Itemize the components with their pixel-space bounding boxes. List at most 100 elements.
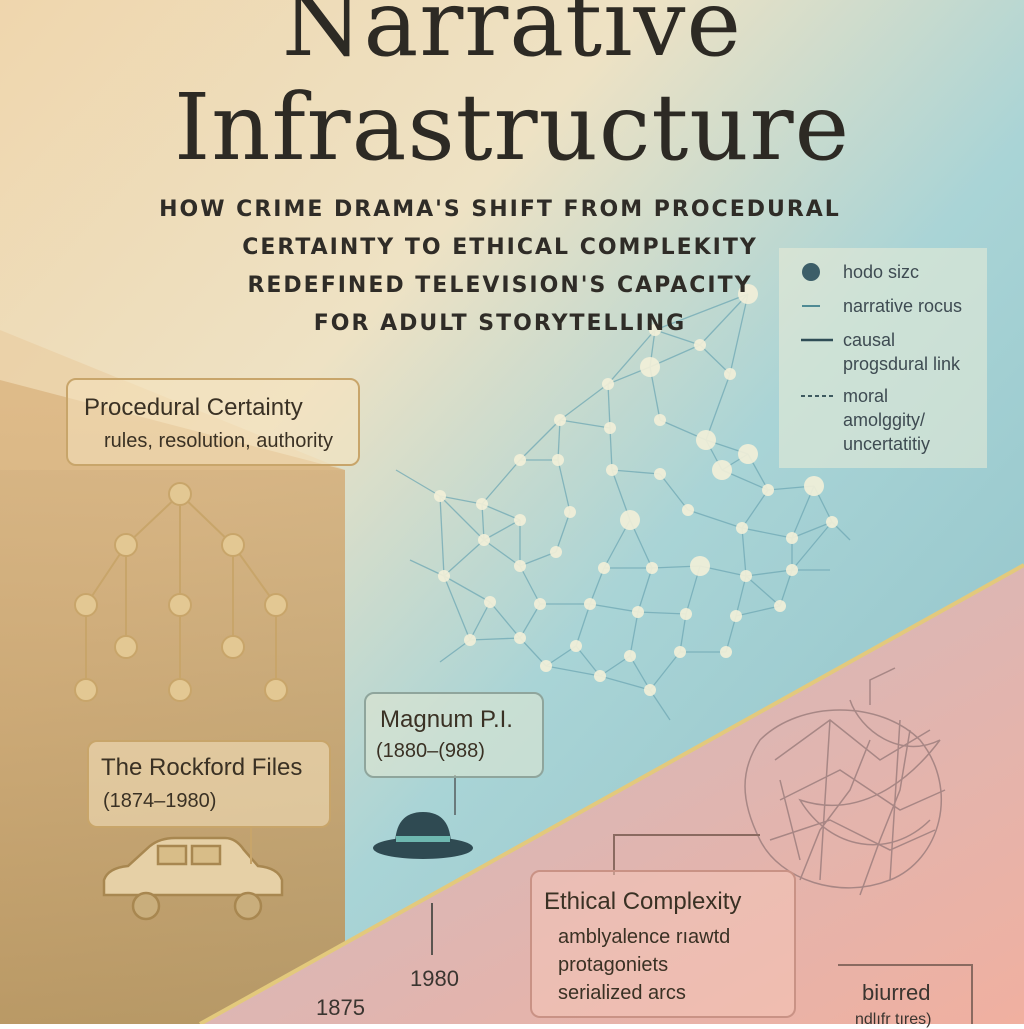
network-node: [644, 684, 656, 696]
network-edge: [519, 419, 561, 461]
network-edge: [779, 569, 793, 607]
network-edge: [555, 511, 571, 553]
network-edge: [395, 469, 441, 497]
network-node: [514, 632, 526, 644]
title-line-2: Infrastructure: [173, 74, 851, 181]
tangled-knot: [744, 667, 946, 896]
hat-icon: [373, 812, 473, 859]
hierarchy-nodes: [74, 482, 288, 702]
network-node: [694, 339, 706, 351]
network-node: [620, 510, 640, 530]
network-node: [604, 422, 616, 434]
network-node: [654, 414, 666, 426]
network-edge: [589, 603, 639, 613]
network-node: [484, 596, 496, 608]
network-edge: [409, 559, 445, 577]
network-edge: [735, 605, 781, 617]
ethical-item-2: protagoniets: [558, 954, 669, 976]
network-node: [649, 324, 661, 336]
rockford-years: (1874–1980): [103, 790, 217, 812]
network-node: [514, 514, 526, 526]
network-node: [682, 504, 694, 516]
network-edge: [559, 383, 609, 421]
network-node: [680, 608, 692, 620]
subtitle-line-3: REDEFINED TELEVISION'S CAPACITY: [247, 273, 753, 298]
network-edge: [705, 373, 731, 441]
hierarchy-tree: [85, 493, 277, 690]
network-node: [550, 546, 562, 558]
network-node: [464, 634, 476, 646]
narrative-network: [395, 284, 851, 721]
network-node: [720, 646, 732, 658]
year-label-1875: 1875: [316, 995, 365, 1020]
network-edge: [489, 601, 521, 639]
ethical-complexity-box: Ethical Complexity amblyalence rıawtd pr…: [530, 870, 796, 1018]
subtitle-line-1: HOW CRIME DRAMA'S SHIFT FROM PROCEDURAL: [159, 197, 841, 222]
network-edge: [483, 519, 521, 541]
network-edge: [481, 503, 521, 521]
legend-label: narrative rocus: [843, 296, 963, 316]
network-edge: [545, 665, 601, 677]
network-edge: [659, 473, 689, 511]
network-node: [514, 454, 526, 466]
network-node: [598, 562, 610, 574]
network-edge: [741, 527, 747, 577]
network-node: [594, 670, 606, 682]
procedural-panel: [0, 380, 345, 1024]
network-node: [736, 522, 748, 534]
legend-label: moral: [843, 386, 889, 406]
network-node: [552, 454, 564, 466]
network-edge: [679, 613, 687, 653]
network-edge: [725, 615, 737, 653]
network-node: [730, 610, 742, 622]
network-edge: [745, 569, 793, 577]
legend-label: hodo sizc: [843, 262, 920, 282]
network-edge: [741, 527, 793, 539]
network-edge: [654, 293, 749, 331]
network-node: [786, 564, 798, 576]
network-edge: [481, 459, 521, 505]
network-edge: [559, 419, 611, 429]
network-node: [564, 506, 576, 518]
legend-panel: hodo sizc narrative rocus causal progsdu…: [779, 248, 987, 468]
network-edge: [443, 539, 485, 577]
network-edge: [439, 495, 445, 577]
network-node: [654, 468, 666, 480]
network-edge: [575, 603, 591, 647]
timeline-diagonal: [199, 563, 1024, 1024]
network-edge: [687, 509, 743, 529]
blurred-label: biurred: [862, 980, 931, 1005]
network-edge: [557, 459, 571, 513]
ethical-item-1: amblyalence rıawtd: [558, 926, 731, 948]
network-node: [674, 646, 686, 658]
network-edge: [443, 575, 491, 603]
network-node: [434, 490, 446, 502]
blurred-label-2: ndlıfr tıres): [855, 1011, 932, 1028]
year-label-1980: 1980: [410, 966, 459, 991]
network-edge: [443, 575, 471, 641]
subtitle-line-2: CERTAINTY TO ETHICAL COMPLEKITY: [242, 235, 758, 260]
network-edge: [599, 655, 631, 677]
network-edge: [791, 521, 833, 539]
magnum-box: Magnum P.I. (1880–(988): [364, 692, 544, 778]
network-node: [804, 476, 824, 496]
network-edge: [439, 495, 483, 505]
network-edge: [609, 427, 613, 471]
network-node: [740, 570, 752, 582]
network-edge: [519, 565, 541, 605]
network-node: [786, 532, 798, 544]
blurred-frame: [838, 964, 973, 1024]
network-edge: [439, 495, 485, 541]
network-edge: [649, 689, 671, 721]
network-node: [724, 368, 736, 380]
network-edge: [699, 344, 731, 375]
ethical-title: Ethical Complexity: [544, 888, 742, 915]
rockford-files-box: The Rockford Files (1874–1980): [87, 740, 331, 828]
network-edge: [607, 329, 656, 385]
network-edge: [519, 551, 557, 567]
network-edge: [637, 567, 653, 613]
network-node: [606, 464, 618, 476]
network-node: [774, 600, 786, 612]
node-dot-icon: [799, 260, 823, 290]
